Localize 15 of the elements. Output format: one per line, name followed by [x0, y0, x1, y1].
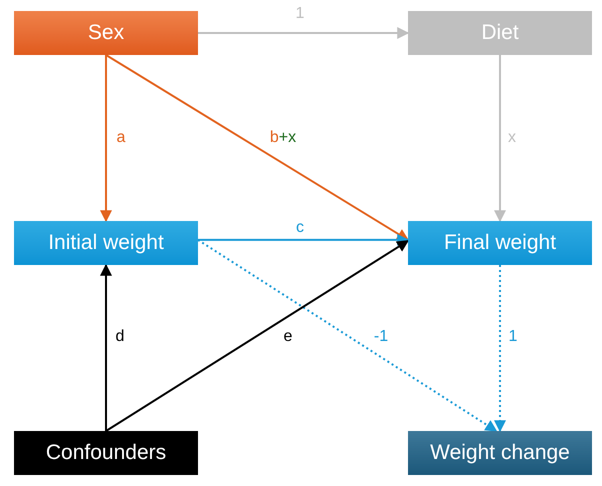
variable-box: Weight change: [408, 431, 592, 475]
variable-box: Confounders: [14, 431, 198, 475]
variable-box: Sex: [14, 11, 198, 55]
arrow: [105, 54, 410, 241]
variable-box: Initial weight: [14, 221, 198, 265]
arrow: [198, 27, 410, 39]
variable-box: Diet: [408, 11, 592, 55]
arrow: [198, 234, 410, 246]
arrow: [494, 265, 506, 432]
variable-box: Final weight: [408, 221, 592, 265]
arrow: [197, 239, 498, 432]
arrow: [105, 240, 410, 432]
arrow: [100, 55, 112, 222]
arrow: [100, 264, 112, 431]
arrow: [494, 55, 506, 222]
